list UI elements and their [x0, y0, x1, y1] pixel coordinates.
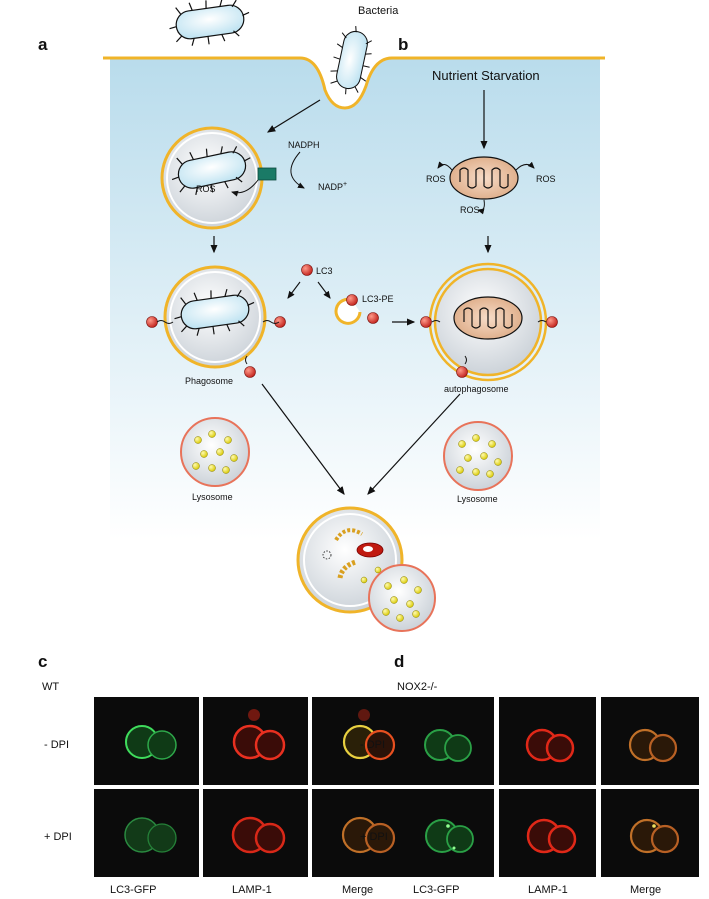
panel-c-images	[94, 697, 417, 877]
arrow-ros-phagosome	[231, 179, 259, 197]
panel-c-row-2: + DPI	[44, 831, 72, 843]
arrow-phagosome-fusion	[261, 383, 345, 495]
ros-label-mito-bottom: ROS	[460, 205, 480, 215]
phagosome	[146, 265, 286, 378]
panel-d-images	[397, 697, 699, 877]
arrow-lc3-phagosome	[287, 281, 301, 299]
lysosome-right	[443, 421, 513, 491]
autophagosome-label: autophagosome	[444, 384, 509, 394]
panel-c-genotype: WT	[42, 681, 59, 693]
nutrient-starvation-label: Nutrient Starvation	[432, 68, 540, 83]
early-phagosome	[160, 126, 277, 230]
arrow-engulf	[266, 99, 321, 133]
panel-a-label: a	[38, 35, 48, 54]
fusing-lysosome	[368, 564, 436, 632]
bacterium-outside	[165, 0, 254, 51]
panel-b-label: b	[398, 35, 408, 54]
plasma-membrane	[103, 56, 605, 110]
panel-d-col-1: LC3-GFP	[413, 884, 459, 896]
panel-d-label: d	[394, 652, 404, 671]
ros-label-mito-right: ROS	[536, 174, 556, 184]
bacteria-label: Bacteria	[358, 5, 399, 17]
arrow-ros-bottom	[477, 199, 485, 215]
lc3-pe-vesicle	[334, 294, 379, 325]
panel-d-row-1: - DPI	[360, 739, 385, 751]
panel-c-col-3: Merge	[342, 884, 373, 896]
nadp-superscript: +	[343, 181, 347, 188]
panel-c-row-1: - DPI	[44, 739, 69, 751]
panel-c-col-2: LAMP-1	[232, 884, 272, 896]
arrow-lc3-conjugation	[317, 281, 331, 299]
panel-d-col-2: LAMP-1	[528, 884, 568, 896]
nadp-text: NADP	[318, 182, 343, 192]
lysosome-right-label: Lysosome	[457, 494, 498, 504]
lc3-pe-label: LC3-PE	[362, 294, 394, 304]
lysosome-left	[180, 417, 250, 487]
lc3-dot	[301, 264, 313, 276]
autophagosome	[420, 262, 558, 382]
phagosome-label: Phagosome	[185, 376, 233, 386]
arrow-ros-left	[437, 161, 453, 171]
panel-c-col-1: LC3-GFP	[110, 884, 156, 896]
lc3-label: LC3	[316, 266, 333, 276]
nadp-label: NADP+	[318, 181, 347, 192]
arrow-nadph	[290, 151, 305, 189]
nox2-complex	[257, 167, 277, 181]
panel-d-row-2: + DPI	[360, 831, 388, 843]
arrow-autophagosome-fusion	[367, 393, 461, 495]
nadph-label: NADPH	[288, 140, 320, 150]
arrow-ros-right	[515, 161, 535, 171]
ros-label-phagosome: ROS	[196, 184, 216, 194]
panel-d-col-3: Merge	[630, 884, 661, 896]
panel-d-genotype: NOX2-/-	[397, 681, 438, 693]
lysosome-left-label: Lysosome	[192, 492, 233, 502]
mitochondrion-top	[449, 156, 519, 200]
panel-c-label: c	[38, 652, 47, 671]
ros-label-mito-left: ROS	[426, 174, 446, 184]
